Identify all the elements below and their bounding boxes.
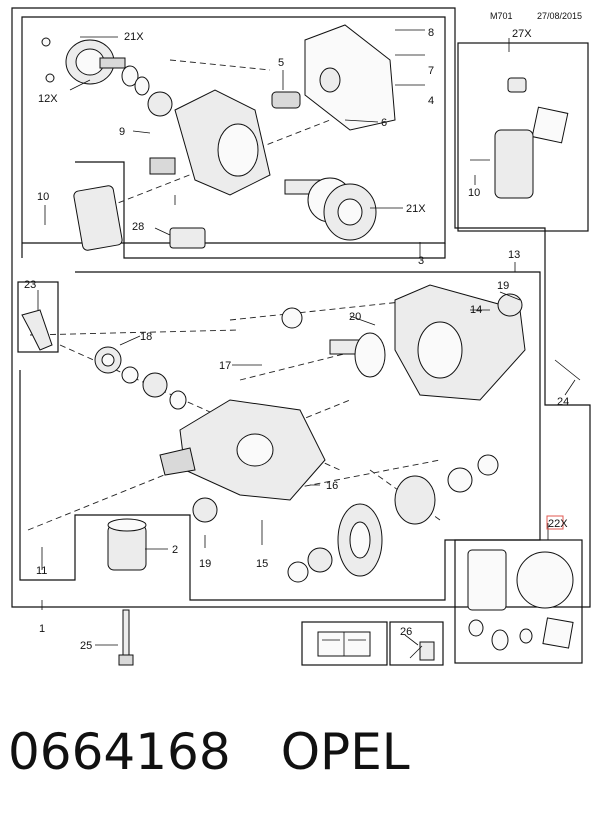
- frame-main: [11, 7, 591, 608]
- mount-bushing-2: [107, 518, 147, 571]
- callout-12x: 12X: [38, 93, 58, 105]
- cover-10-upper: [73, 185, 123, 251]
- tool-26-icon: [409, 641, 435, 661]
- diff-housing: [159, 399, 326, 501]
- callout-10-upper: 10: [37, 191, 49, 203]
- frame-center: [19, 271, 541, 601]
- callout-27x: 27X: [512, 28, 532, 40]
- output-flange: [41, 37, 126, 85]
- tool-box: [389, 621, 444, 666]
- callout-9: 9: [119, 126, 125, 138]
- callout-13: 13: [508, 249, 520, 261]
- callout-7: 7: [428, 65, 434, 77]
- transfer-case-housing: [149, 89, 271, 196]
- footer: 0664168 OPEL: [8, 712, 593, 792]
- callout-14: 14: [470, 304, 482, 316]
- pinion-gear: [281, 307, 386, 378]
- callout-21x-lower: 21X: [406, 203, 426, 215]
- callout-11: 11: [36, 565, 47, 577]
- callout-15: 15: [256, 558, 268, 570]
- differential-case: [394, 454, 499, 525]
- callout-17: 17: [219, 360, 231, 372]
- brand-name: OPEL: [280, 723, 410, 781]
- cover-plate: [304, 24, 396, 131]
- actuator-28: [169, 227, 206, 249]
- callout-16: 16: [326, 480, 338, 492]
- gasket-kit-parts: [467, 549, 574, 651]
- callout-22x: 22X: [548, 518, 568, 530]
- frame-upper-assembly: [21, 16, 446, 258]
- bracket-23: [21, 309, 53, 351]
- frame-housing-assembly: [75, 161, 446, 259]
- callout-2: 2: [172, 544, 178, 556]
- bearing-rings-upper: [121, 65, 173, 117]
- callout-25: 25: [80, 640, 92, 652]
- part-number: 0664168: [8, 723, 231, 781]
- callout-6: 6: [381, 117, 387, 129]
- callout-5: 5: [278, 57, 284, 69]
- frame-gasket-kit: [454, 539, 583, 664]
- ring-gear: [337, 503, 383, 577]
- frame-bracket-23: [17, 281, 59, 353]
- callout-26: 26: [400, 626, 412, 638]
- callout-19-upper: 19: [497, 280, 509, 292]
- bearings-lower: [192, 497, 333, 583]
- callout-21x-top: 21X: [124, 31, 144, 43]
- manual-book-icon: [317, 631, 371, 657]
- rear-housing: [394, 284, 526, 401]
- callout-22x-highlight: 22X: [546, 515, 568, 530]
- callout-20: 20: [349, 311, 361, 323]
- callout-19-lower: 19: [199, 558, 211, 570]
- bearing-18: [94, 346, 187, 410]
- frame-kit-27x: [457, 42, 589, 232]
- bolt-24: [554, 359, 581, 381]
- callout-23: 23: [24, 279, 36, 291]
- bolt-25: [118, 609, 134, 666]
- output-shaft-21x: [284, 177, 377, 241]
- callout-8: 8: [428, 27, 434, 39]
- callout-3: 3: [418, 255, 424, 267]
- callout-1: 1: [39, 623, 45, 635]
- diagram-date: 27/08/2015: [537, 11, 582, 21]
- manual-box: [301, 621, 388, 666]
- kit-27x-parts: [470, 77, 569, 199]
- shaft-5: [271, 91, 301, 109]
- callout-10-kit: 10: [468, 187, 480, 199]
- diagram-code: M701: [490, 11, 513, 21]
- callout-24: 24: [557, 396, 569, 408]
- callout-28: 28: [132, 221, 144, 233]
- callout-4: 4: [428, 95, 434, 107]
- callout-18: 18: [140, 331, 152, 343]
